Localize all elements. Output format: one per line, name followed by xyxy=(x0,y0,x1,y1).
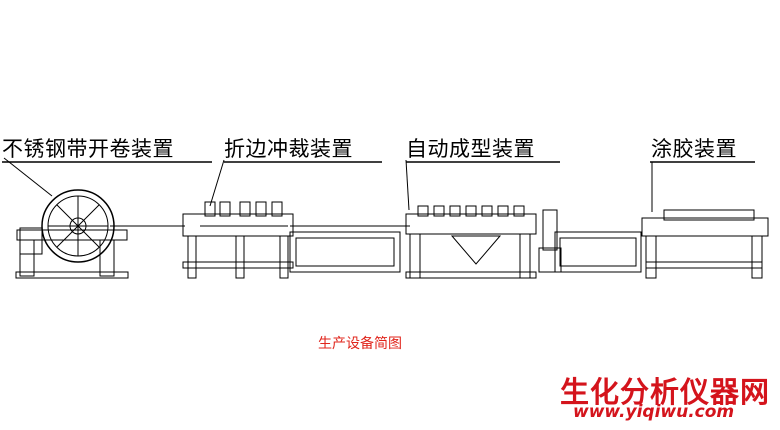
watermark-site-url: www.yiqiwu.com xyxy=(573,402,735,422)
label-uncoiler: 不锈钢带开卷装置 xyxy=(2,137,174,161)
gluing-machine xyxy=(641,209,769,279)
leader-lines xyxy=(2,157,755,212)
leader-line-hemming xyxy=(209,159,225,207)
leader-line-uncoiler xyxy=(3,157,53,197)
forming-machine xyxy=(405,205,537,279)
conveyor-table-2 xyxy=(554,231,642,273)
label-auto-forming: 自动成型装置 xyxy=(406,137,535,161)
leader-line-forming xyxy=(405,159,410,211)
label-hemming-punching: 折边冲裁装置 xyxy=(224,137,353,161)
hemming-punching-machine xyxy=(182,201,294,279)
label-gluing: 涂胶装置 xyxy=(651,137,737,161)
uncoiler-machine xyxy=(15,189,185,279)
cutter-post xyxy=(538,209,562,273)
diagram-caption: 生产设备简图 xyxy=(318,336,402,352)
watermark-site-name: 生化分析仪器网 xyxy=(560,375,771,409)
conveyor-table xyxy=(289,225,410,273)
